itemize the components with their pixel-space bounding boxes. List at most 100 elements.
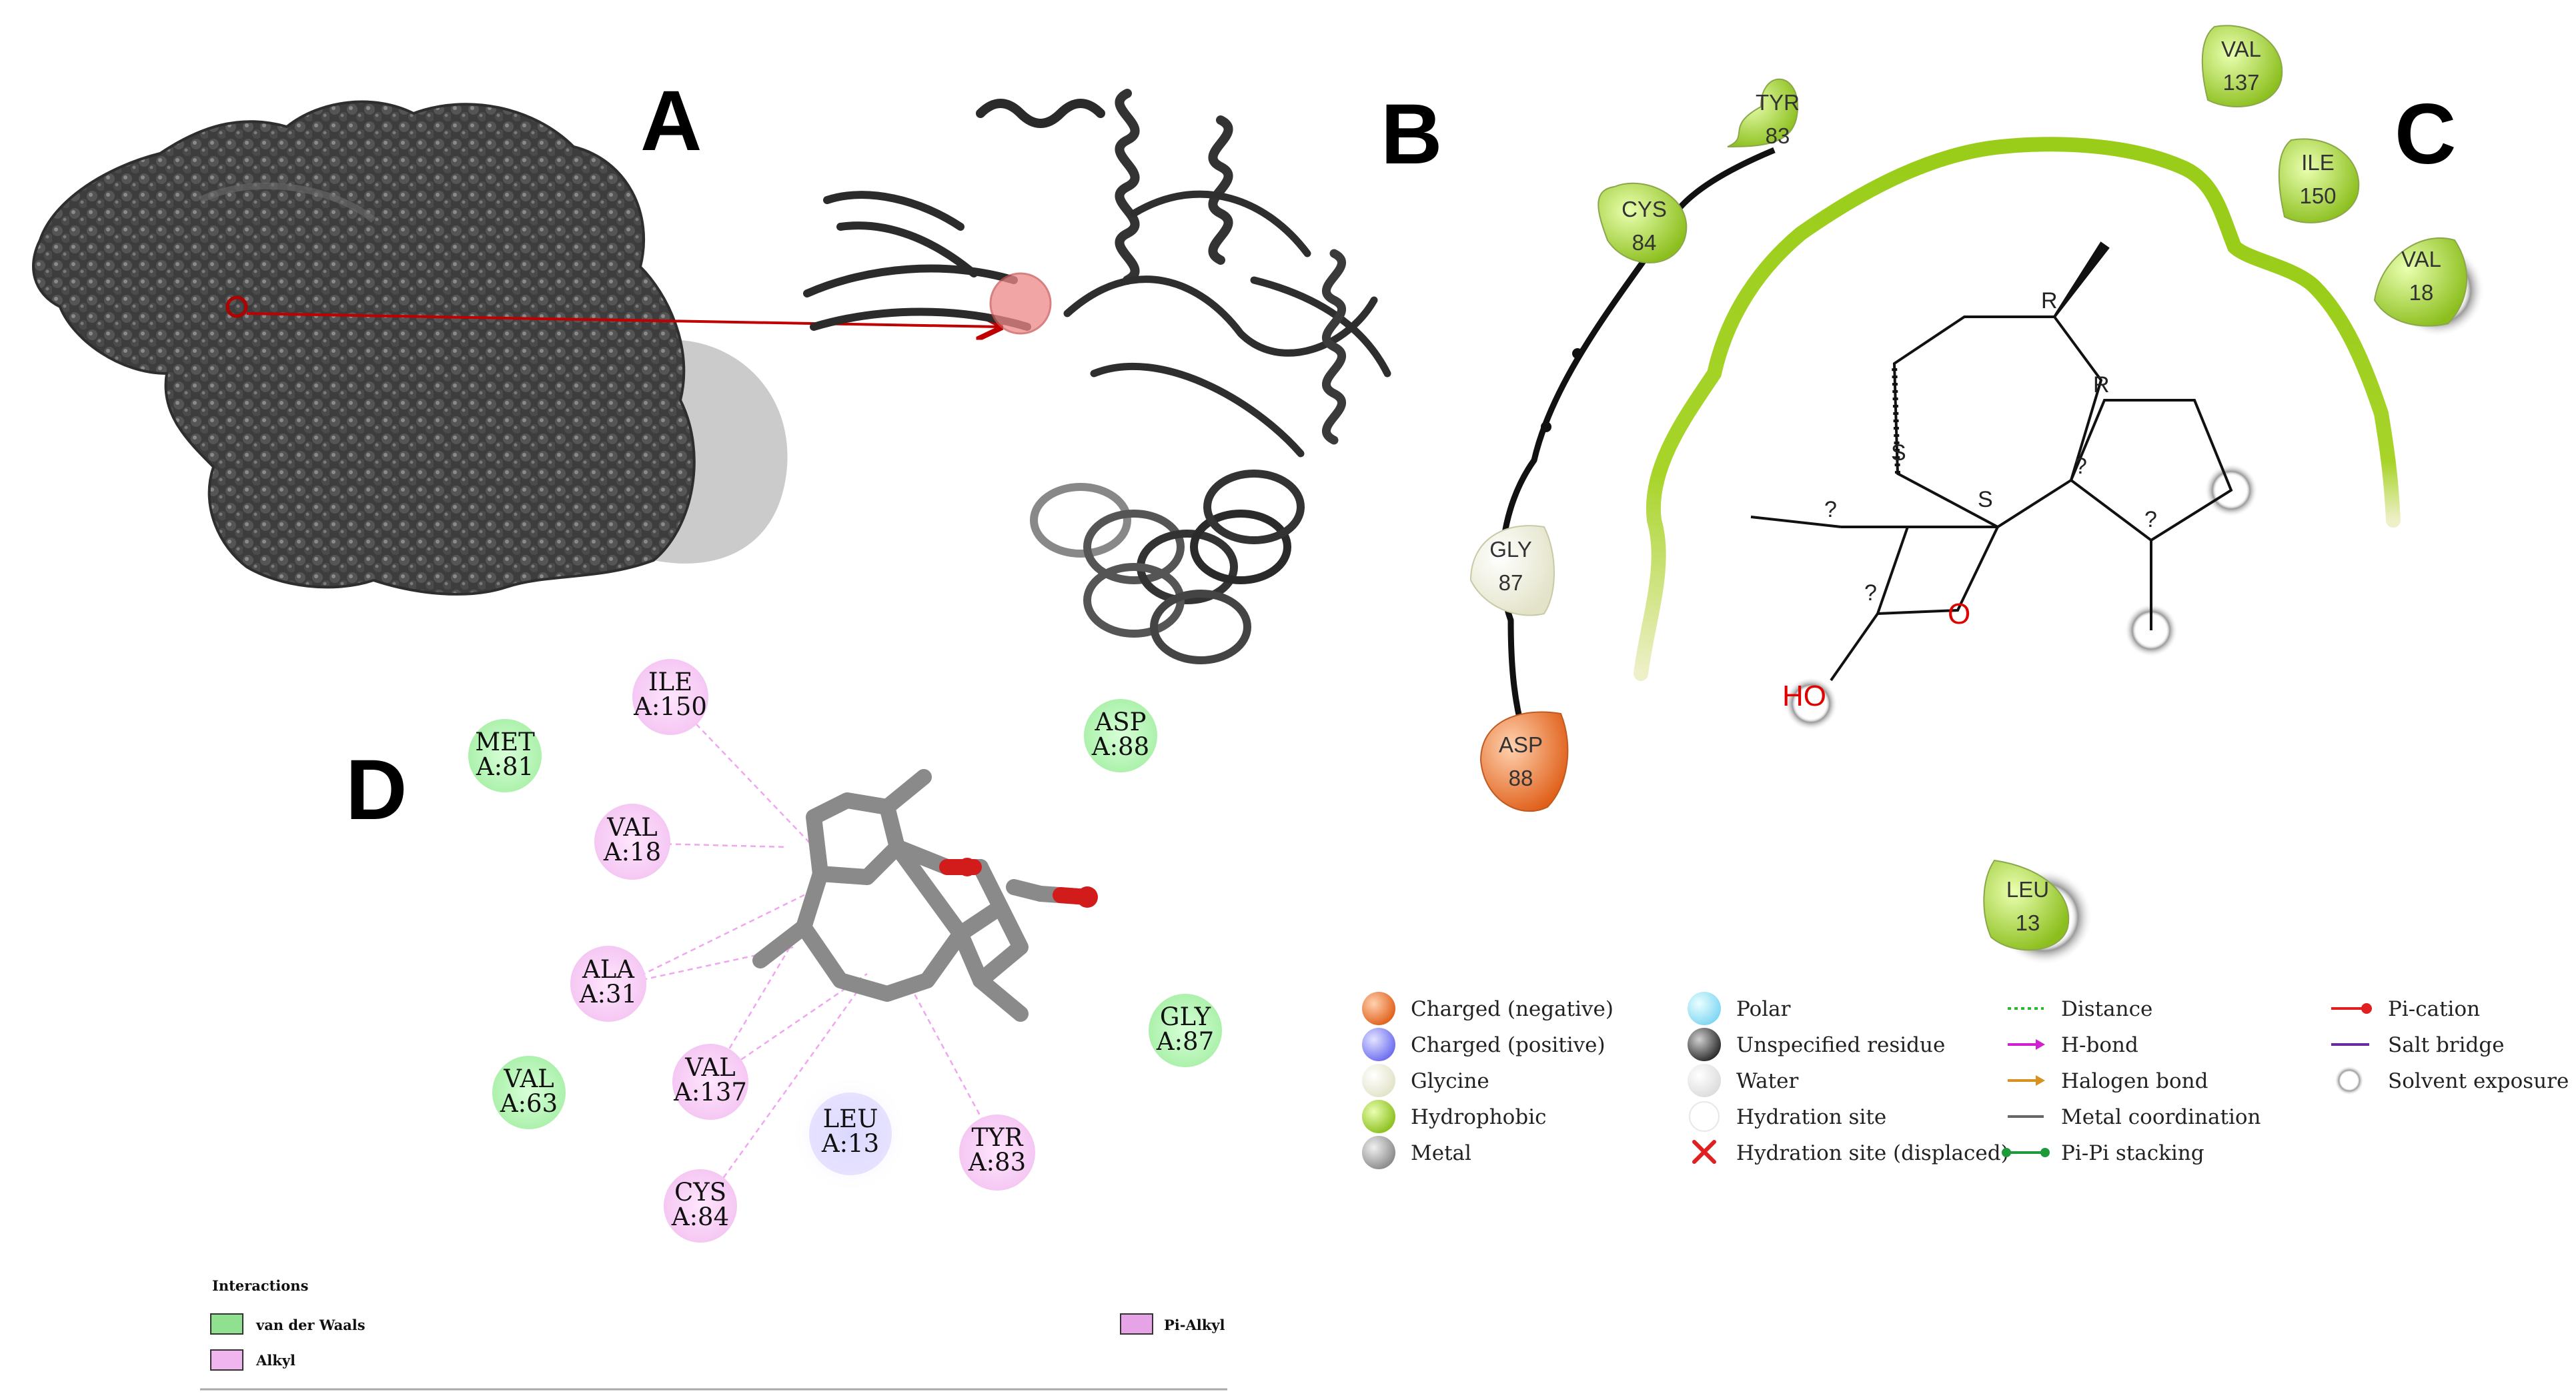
panel-d-legend: Interactions van der Waals Alkyl Pi-Alky… — [200, 1277, 1227, 1391]
residue-chain: A:87 — [1156, 1027, 1214, 1056]
residue-name: ASP — [1499, 732, 1543, 757]
residue-asp88: ASP A:88 — [1084, 699, 1157, 772]
residue-name: VAL — [503, 1065, 554, 1093]
residue-number: 18 — [2409, 280, 2434, 305]
stereo-label-q2: ? — [1864, 580, 1877, 606]
legend-label: Water — [1736, 1069, 1798, 1093]
panel-d: MET A:81 ILE A:150 VAL A:18 ALA A:31 VAL… — [200, 647, 1227, 1391]
atom-label-hydroxyl: HO — [1782, 680, 1826, 712]
legend-label: Solvent exposure — [2388, 1069, 2569, 1093]
pointer-arrow — [246, 312, 1001, 327]
atom-label-oxygen: O — [1948, 598, 1970, 630]
legend-label: Charged (negative) — [1411, 997, 1614, 1021]
helix-bundle — [1030, 470, 1305, 664]
panel-label-d: D — [346, 742, 407, 838]
orange-sphere-icon — [1362, 992, 1395, 1025]
green-dot-end — [2002, 1148, 2011, 1157]
ligand-2d-structure — [1750, 241, 2258, 730]
red-dot-end — [2361, 1003, 2372, 1014]
residue-tyr83: TYR 83 — [1727, 78, 1800, 148]
backbone-node — [1572, 348, 1583, 359]
residue-chain: A:84 — [671, 1203, 729, 1231]
ligand-stick-model — [752, 769, 1098, 1022]
domain-loops — [1063, 190, 1391, 458]
residue-number: 88 — [1509, 766, 1533, 790]
binding-pocket-blob — [989, 272, 1052, 335]
legend-label: Salt bridge — [2388, 1033, 2505, 1057]
residue-name: LEU — [2006, 877, 2049, 902]
residue-name: ILE — [2301, 150, 2335, 175]
glycine-sphere-icon — [1362, 1064, 1395, 1097]
white-sphere-icon — [1688, 1064, 1721, 1097]
pocket-contour-left — [1634, 137, 2322, 681]
residue-chain: A:83 — [968, 1148, 1026, 1177]
panel-a-protein-surface — [32, 100, 788, 596]
stereo-label-q3: ? — [2074, 454, 2087, 479]
helix-top-center — [1115, 89, 1140, 285]
residue-leu13: LEU A:13 — [790, 1074, 910, 1194]
blue-sphere-icon — [1362, 1028, 1395, 1061]
residue-number: 13 — [2016, 910, 2040, 935]
red-cross-icon — [1692, 1140, 1716, 1164]
stereo-label-r2: R — [2093, 372, 2110, 398]
panel-c-legend: Charged (negative) Charged (positive) Gl… — [1362, 992, 2569, 1169]
panel-c: TYR 83 CYS 84 GLY 87 ASP 88 VAL 137 ILE … — [1469, 25, 2485, 965]
ligand-site-marker — [225, 295, 248, 318]
legend-swatch-vdw — [210, 1313, 243, 1335]
residue-val18: VAL A:18 — [594, 804, 670, 880]
legend-label: van der Waals — [255, 1317, 366, 1333]
residue-chain: A:88 — [1091, 732, 1149, 761]
legend-label: Metal coordination — [2061, 1105, 2261, 1129]
residue-val137: VAL A:137 — [672, 1044, 748, 1120]
grey-ring-icon — [2335, 1066, 2364, 1095]
residue-name: VAL — [684, 1053, 736, 1082]
legend-label: Hydrophobic — [1411, 1105, 1546, 1129]
residue-name: MET — [475, 728, 535, 756]
legend-label: Polar — [1736, 997, 1791, 1021]
legend-label: Metal — [1411, 1141, 1471, 1165]
residue-name: GLY — [1489, 537, 1532, 562]
green-dot-end — [2040, 1148, 2050, 1157]
hydration-site-icon — [1689, 1101, 1720, 1132]
legend-label: Distance — [2061, 997, 2152, 1021]
residue-chain: A:18 — [603, 838, 661, 866]
legend-label: Unspecified residue — [1736, 1033, 1945, 1057]
green-sphere-icon — [1362, 1100, 1395, 1133]
stereo-label-q4: ? — [2144, 507, 2157, 532]
residue-cys84: CYS 84 — [1597, 182, 1688, 263]
surface-highlight — [198, 182, 376, 223]
residue-ala31: ALA A:31 — [570, 946, 646, 1022]
legend-title: Interactions — [212, 1277, 308, 1294]
residue-name: CYS — [674, 1178, 726, 1207]
dark-sphere-icon — [1688, 1028, 1721, 1061]
residue-cys84: CYS A:84 — [664, 1169, 737, 1243]
grey-sphere-icon — [1362, 1136, 1395, 1169]
residue-name: TYR — [1756, 90, 1800, 115]
residue-name: ASP — [1095, 708, 1147, 736]
legend-label: Pi-Alkyl — [1164, 1317, 1225, 1333]
residue-number: 150 — [2299, 183, 2336, 208]
residue-number: 87 — [1499, 570, 1523, 595]
cyan-sphere-icon — [1688, 992, 1721, 1025]
pocket-contour-right — [2307, 279, 2401, 528]
residue-name: VAL — [606, 813, 658, 842]
legend-swatch-pi-alkyl — [1120, 1313, 1153, 1335]
panel-label-b: B — [1381, 87, 1442, 182]
beta-sheet — [803, 191, 1031, 331]
residue-chain: A:150 — [633, 692, 707, 721]
residue-name: VAL — [2401, 247, 2441, 271]
panel-b-ribbon — [803, 89, 1391, 664]
residue-chain: A:31 — [579, 980, 637, 1008]
residue-ile150: ILE A:150 — [624, 647, 717, 740]
residue-ile150: ILE 150 — [2278, 138, 2360, 223]
stereo-label-q1: ? — [1824, 497, 1837, 522]
residue-name: LEU — [823, 1105, 878, 1133]
legend-label: Alkyl — [255, 1352, 295, 1369]
panel-label-a: A — [640, 73, 702, 169]
legend-label: Charged (positive) — [1411, 1033, 1605, 1057]
residue-val137: VAL 137 — [2201, 25, 2283, 107]
solvent-exposure-ring — [1784, 677, 1838, 730]
residue-name: VAL — [2221, 37, 2261, 61]
residue-asp88: ASP 88 — [1479, 711, 1569, 812]
